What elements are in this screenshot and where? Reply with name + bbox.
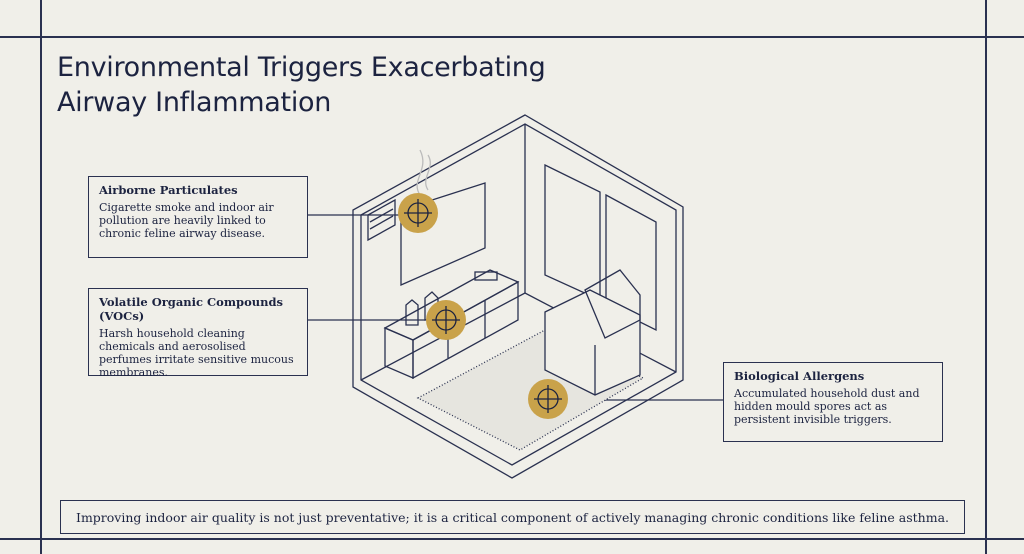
footer-text: Improving indoor air quality is not just… [76,509,949,525]
room-outline [352,114,684,479]
frame-line-right [985,0,987,554]
frame-line-top [0,36,1024,38]
callout-body: Accumulated household dust and hidden mo… [734,387,920,426]
frame-line-bottom [0,538,1024,540]
crosshair-marker-vocs[interactable] [426,300,466,340]
callout-biological-allergens: Biological Allergens Accumulated househo… [723,362,943,442]
smoke-icon [416,149,431,196]
crosshair-marker-airborne[interactable] [398,193,438,233]
armchair-icon [544,289,641,396]
callout-heading: Biological Allergens [734,369,865,383]
crosshair-marker-allergens[interactable] [528,379,568,419]
frame-line-left [40,0,42,554]
spray-bottle-icon [405,299,419,326]
cabinet-front [412,280,519,380]
callout-body: Cigarette smoke and indoor air pollution… [99,201,274,240]
footer-note: Improving indoor air quality is not just… [60,500,965,534]
callout-airborne-particulates: Airborne Particulates Cigarette smoke an… [88,176,308,258]
callout-vocs: Volatile Organic Compounds (VOCs) Harsh … [88,288,308,379]
window-left [544,163,601,302]
callout-body: Harsh household cleaning chemicals and a… [99,327,294,379]
books-icon [474,271,498,281]
title-line-1: Environmental Triggers Exacerbating [57,52,546,83]
page-title: Environmental Triggers Exacerbating Airw… [57,50,546,120]
window-right [605,193,657,332]
callout-heading: Volatile Organic Compounds (VOCs) [99,295,283,323]
callout-heading: Airborne Particulates [99,183,238,197]
vent-icon [367,198,396,242]
wall-panel [400,182,486,286]
title-line-2: Airway Inflammation [57,87,332,118]
